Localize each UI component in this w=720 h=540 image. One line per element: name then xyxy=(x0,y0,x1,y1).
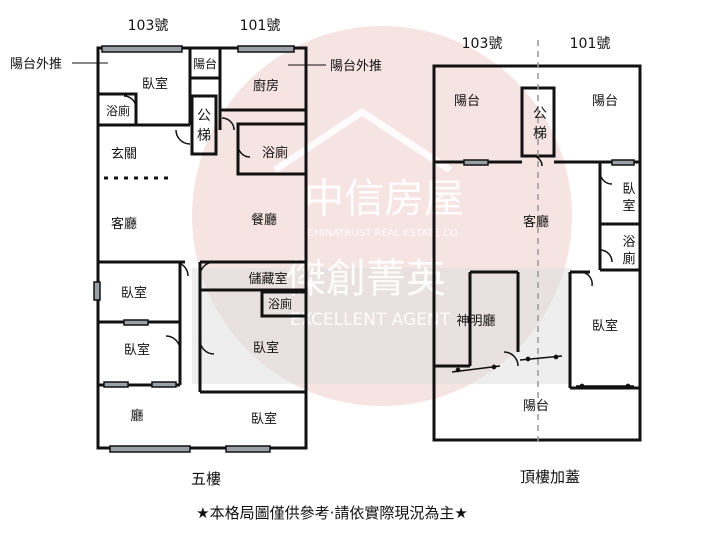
header-roof-101: 101號 xyxy=(570,36,611,52)
roof-room-bath-2: 廁 xyxy=(622,251,635,267)
room-bedroom-l1: 臥室 xyxy=(121,285,147,301)
watermark-brand-en: CHINATRUST REAL ESTATE CO. xyxy=(307,228,460,239)
header-fifth-101: 101號 xyxy=(240,18,281,34)
roof-room-stair-2: 梯 xyxy=(533,126,547,142)
roof-windows xyxy=(463,159,635,166)
watermark: 中信房屋 CHINATRUST REAL ESTATE CO. 傑創菁英 EXC… xyxy=(192,26,572,406)
roof-outer-wall xyxy=(432,64,642,442)
room-bedroom-r2: 臥室 xyxy=(251,411,277,427)
caption-fifth-floor: 五樓 xyxy=(191,470,221,488)
room-foyer: 玄關 xyxy=(111,147,137,162)
room-bedroom-top: 臥室 xyxy=(142,76,168,92)
room-storage: 儲藏室 xyxy=(248,271,287,287)
fifth-floor-plan xyxy=(96,46,308,450)
footer-note: ★本格局圖僅供參考‧請依實際現況為主★ xyxy=(196,504,468,522)
room-bath-small: 浴廁 xyxy=(268,296,292,311)
roof-sliding-doors xyxy=(451,354,634,389)
room-hall: 廳 xyxy=(130,408,143,424)
caption-roof-floor: 頂樓加蓋 xyxy=(520,468,580,486)
roof-room-bedroom-small-2: 室 xyxy=(622,198,635,214)
room-balcony-small: 陽台 xyxy=(193,56,217,71)
watermark-branch-cn: 傑創菁英 xyxy=(286,256,446,302)
watermark-brand-cn: 中信房屋 xyxy=(304,176,464,222)
roof-room-balcony-bottom: 陽台 xyxy=(523,399,549,414)
roof-room-balcony-left: 陽台 xyxy=(454,94,480,109)
room-bedroom-l2: 臥室 xyxy=(124,342,150,358)
watermark-circle xyxy=(192,26,572,406)
room-bath-right: 浴廁 xyxy=(262,145,288,161)
roof-room-balcony-right: 陽台 xyxy=(592,94,618,109)
fifth-windows xyxy=(93,45,295,453)
header-fifth-103: 103號 xyxy=(128,18,169,34)
watermark-roof-icon xyxy=(273,107,452,173)
room-kitchen: 廚房 xyxy=(253,78,279,94)
room-stair-1: 公 xyxy=(197,108,211,124)
room-bedroom-r1: 臥室 xyxy=(253,340,279,356)
watermark-branch-en: EXCELLENT AGENT xyxy=(290,310,451,330)
roof-room-bedroom: 臥室 xyxy=(592,318,618,334)
roof-room-shrine: 神明廳 xyxy=(456,313,495,329)
room-stair-2: 梯 xyxy=(197,128,211,144)
callout-balcony-out-left: 陽台外推 xyxy=(10,57,62,72)
callout-balcony-out-right: 陽台外推 xyxy=(330,59,382,74)
roof-room-living: 客廳 xyxy=(523,214,549,230)
room-dining: 餐廳 xyxy=(251,212,277,228)
roof-room-bath-1: 浴 xyxy=(622,235,635,250)
room-bath-left: 浴廁 xyxy=(106,103,130,118)
room-living: 客廳 xyxy=(111,216,137,232)
watermark-band xyxy=(192,268,572,384)
roof-room-stair-1: 公 xyxy=(533,106,547,122)
header-roof-103: 103號 xyxy=(462,36,503,52)
roof-room-bedroom-small-1: 臥 xyxy=(622,182,635,197)
